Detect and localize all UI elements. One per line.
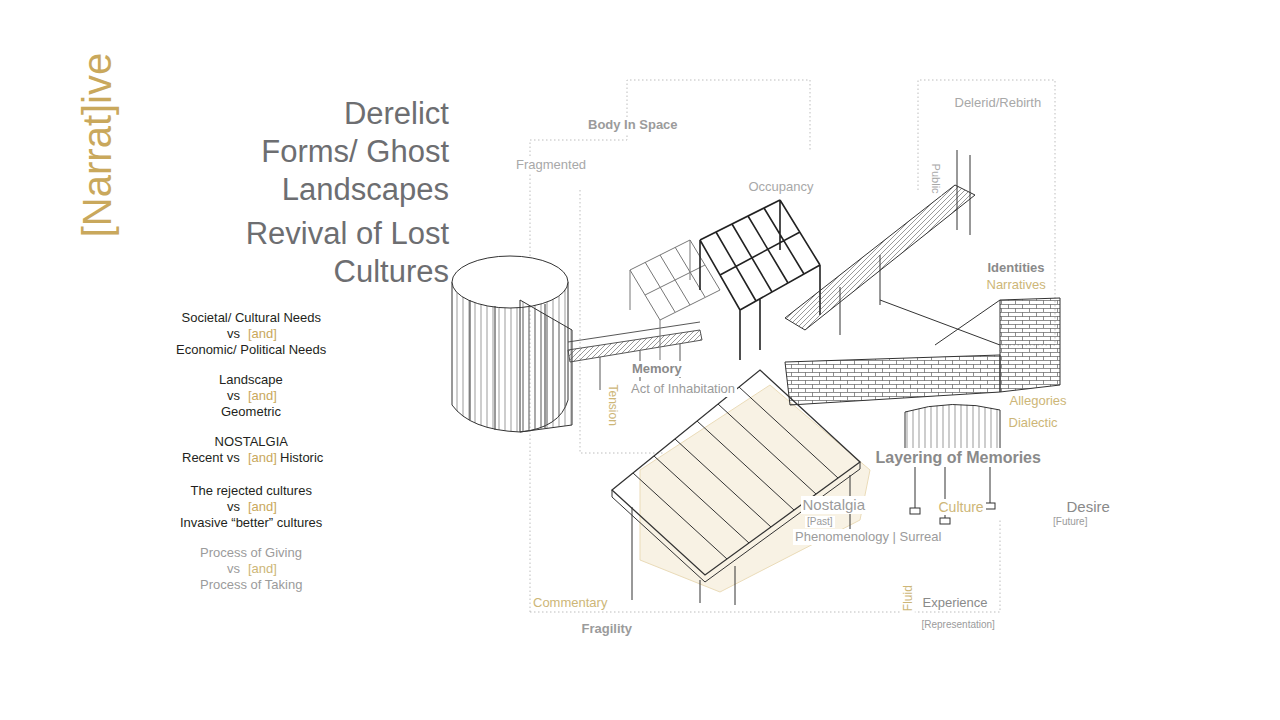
concept-label: Fluid xyxy=(901,583,915,613)
list-text: vs xyxy=(225,499,242,515)
roof-sketch xyxy=(612,370,860,605)
concept-label: [Representation] xyxy=(920,619,997,631)
brick-wall xyxy=(785,355,1000,405)
list-text: Process of Giving xyxy=(198,545,304,561)
concept-label: Delerid/Rebirth xyxy=(953,95,1044,111)
list-text: vs xyxy=(225,561,242,577)
concept-label: Identities xyxy=(986,260,1047,276)
brick-wall xyxy=(1000,298,1060,392)
concept-label: Commentary xyxy=(531,595,609,611)
list-text: [and] xyxy=(246,326,279,342)
dotted-frames xyxy=(530,80,1055,612)
concept-label: Narratives xyxy=(985,277,1048,293)
bridge-sketch xyxy=(785,150,975,335)
list-text: Process of Taking xyxy=(198,577,304,593)
tower-roof xyxy=(452,256,568,308)
light-pergola xyxy=(630,240,720,360)
list-text: Geometric xyxy=(219,404,283,420)
concept-label: Fragility xyxy=(580,621,635,637)
concept-label: Culture xyxy=(937,499,986,516)
list-text: Landscape xyxy=(217,372,285,388)
list-text: Economic/ Political Needs xyxy=(174,342,328,358)
walkway-sketch xyxy=(568,322,702,390)
concept-label: Nostalgia xyxy=(801,496,868,514)
concept-label: Dialectic xyxy=(1007,415,1060,431)
tower-ribs xyxy=(470,300,545,430)
list-text: [and] xyxy=(246,388,279,404)
concept-label: Fragmented xyxy=(514,157,588,173)
concept-label: Memory xyxy=(630,361,684,377)
walkway-rails xyxy=(568,322,700,390)
heading-text: Revival of Lost Cultures xyxy=(237,215,451,291)
concept-label: [Future] xyxy=(1051,516,1089,528)
wall-sketch xyxy=(785,298,1060,405)
list-text: The rejected cultures xyxy=(189,483,314,499)
concept-label: Allegories xyxy=(1008,393,1069,409)
concept-label: Layering of Memories xyxy=(874,448,1043,467)
list-text: vs xyxy=(225,326,242,342)
concept-label: Desire xyxy=(1065,498,1112,516)
list-text: vs xyxy=(225,388,242,404)
ground-shadow xyxy=(640,385,870,592)
bridge-posts xyxy=(840,150,970,335)
list-text: Societal/ Cultural Needs xyxy=(180,310,323,326)
pavilion-foot xyxy=(940,518,950,524)
dotted-frame xyxy=(580,190,665,453)
tower-sketch xyxy=(452,256,572,432)
concept-label: Phenomenology | Surreal xyxy=(793,529,943,545)
concept-label: [Past] xyxy=(805,516,835,528)
concept-label: Experience xyxy=(921,595,990,611)
list-text: Historic xyxy=(278,450,325,466)
list-text: [and] xyxy=(246,561,279,577)
concept-label: Body In Space xyxy=(586,117,680,133)
list-text: Invasive “better” cultures xyxy=(178,515,324,531)
pavilion-foot xyxy=(985,503,995,509)
wall-braces xyxy=(880,300,1000,345)
concept-label: Public xyxy=(928,161,941,195)
roof-edge xyxy=(612,462,860,582)
concept-label: Occupancy xyxy=(747,179,816,195)
concept-label: Tension xyxy=(605,383,619,428)
list-text: NOSTALGIA xyxy=(213,434,290,450)
list-text: [and] xyxy=(246,450,279,466)
concept-label: Act of Inhabitation xyxy=(629,381,737,397)
tower-panel xyxy=(520,300,572,432)
heading-text: Derelict Forms/ Ghost Landscapes xyxy=(247,95,451,209)
heavy-pergola xyxy=(700,200,820,360)
pavilion-foot xyxy=(910,508,920,514)
walkway-deck xyxy=(568,330,702,362)
list-text: [and] xyxy=(246,499,279,515)
vertical-title: [Narrat]ive xyxy=(73,51,121,240)
list-text: Recent vs xyxy=(180,450,242,466)
